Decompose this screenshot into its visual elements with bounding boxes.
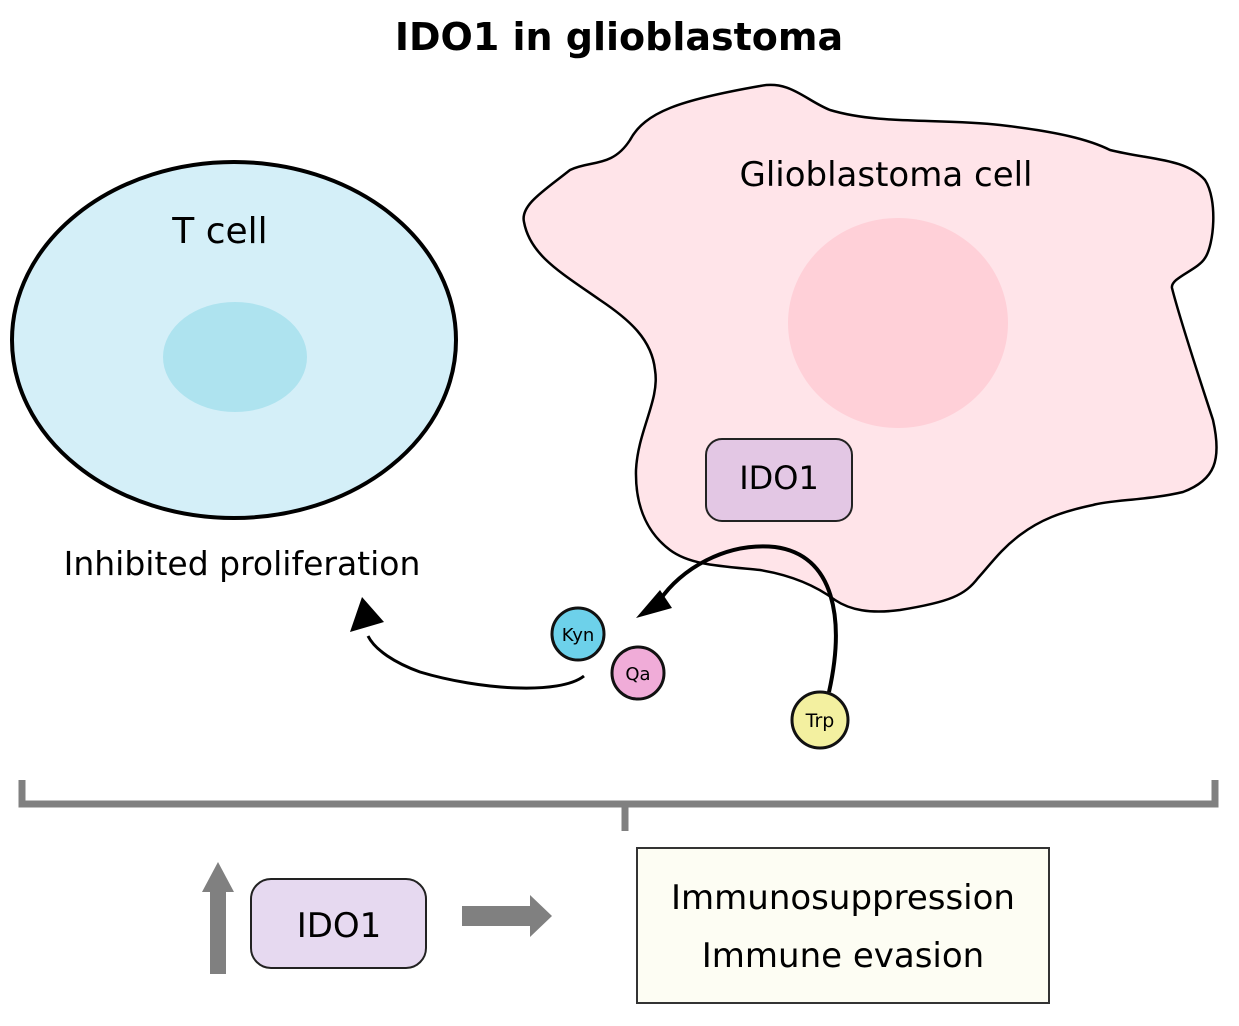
qa-circle: [610, 645, 666, 701]
trp-circle: [790, 690, 850, 750]
right-arrow-head: [530, 895, 552, 937]
t-cell-effect-label: Inhibited proliferation: [64, 544, 421, 583]
metabolite-trp: Trp: [790, 690, 850, 750]
conversion-arrowhead-icon: [636, 590, 672, 618]
t-cell: T cell: [10, 160, 458, 520]
ido1-label: IDO1: [739, 459, 819, 497]
glioblastoma-nucleus: [788, 218, 1008, 428]
outcome-immune-evasion: Immune evasion: [702, 936, 984, 976]
up-arrow-shaft: [210, 890, 226, 974]
glioblastoma-cell-label: Glioblastoma cell: [739, 155, 1032, 195]
bracket-line: [18, 780, 1219, 808]
outcome-immunosuppression: Immunosuppression: [671, 878, 1015, 918]
inhibition-arrowhead-icon: [350, 597, 384, 632]
metabolite-kyn: Kyn: [550, 606, 606, 662]
trp-label: Trp: [805, 710, 835, 732]
inhibition-arrow-shaft: [366, 635, 585, 690]
summary-ido1-label: IDO1: [297, 906, 382, 946]
upregulation-arrow-icon: [202, 862, 234, 974]
leads-to-arrow-icon: [462, 895, 552, 937]
t-cell-label: T cell: [171, 211, 267, 252]
diagram-title: IDO1 in glioblastoma: [395, 15, 843, 59]
ido1-enzyme: IDO1: [705, 438, 853, 522]
t-cell-nucleus: [163, 302, 307, 412]
up-arrow-head: [202, 862, 234, 892]
summary-bracket: [18, 780, 1219, 831]
qa-label: Qa: [625, 664, 650, 685]
metabolite-qa: Qa: [610, 645, 666, 701]
right-arrow-shaft: [462, 906, 532, 926]
kyn-label: Kyn: [562, 625, 595, 646]
ido1-box: [705, 438, 853, 522]
outcome-box: [636, 847, 1050, 1004]
glioblastoma-cell: Glioblastoma cell: [522, 83, 1218, 613]
summary-ido1-box: [250, 878, 427, 969]
trp-to-kyn-arrow: [636, 544, 838, 693]
kyn-circle: [550, 606, 606, 662]
summary-row: IDO1 Immunosuppression Immune evasion: [202, 847, 1050, 1004]
kyn-to-tcell-arrow: [350, 597, 585, 690]
conversion-arrow-shaft: [658, 544, 838, 693]
